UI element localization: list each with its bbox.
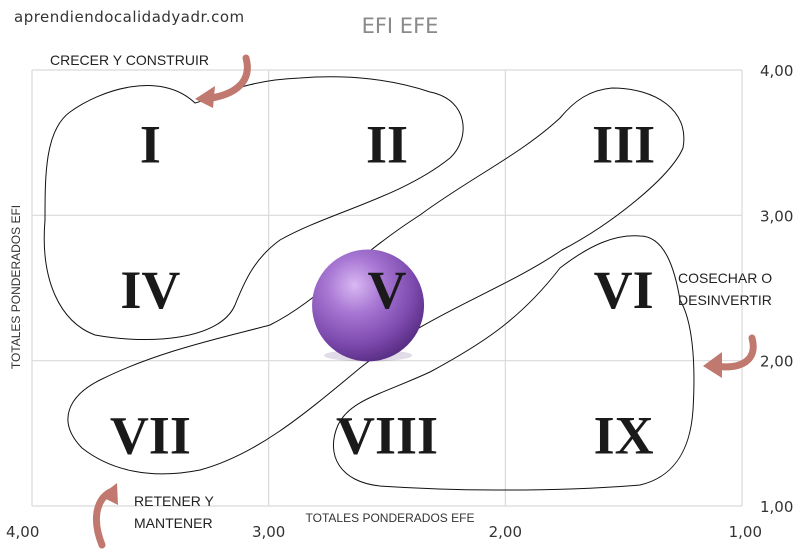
data-points (312, 249, 425, 362)
x-tick-label: 2,00 (489, 523, 522, 541)
strategy-curves (43, 76, 695, 491)
hold-label-line2: MANTENER (134, 515, 213, 531)
x-tick-label: 3,00 (252, 523, 285, 541)
x-tick-label: 4,00 (6, 523, 39, 541)
grow-arrow-head-icon (195, 86, 215, 108)
grid (31, 69, 743, 507)
cell-label-i: I (140, 115, 161, 175)
harvest-arrow-head-icon (703, 352, 722, 378)
hold-arrow-head-icon (100, 483, 118, 505)
data-point-bubble (312, 249, 425, 362)
y-tick-label: 2,00 (760, 353, 793, 371)
hold-maintain-outline (67, 87, 685, 475)
y-tick-label: 4,00 (760, 62, 793, 80)
cell-label-v: V (368, 260, 407, 320)
y-tick-label: 3,00 (760, 207, 793, 225)
x-tick-label: 1,00 (729, 523, 762, 541)
y-axis-label: TOTALES PONDERADOS EFI (9, 204, 23, 370)
hold-label-line1: RETENER Y (134, 493, 214, 509)
harvest-label-line2: DESINVERTIR (678, 292, 772, 308)
y-tick-label: 1,00 (760, 498, 793, 516)
x-axis-label: TOTALES PONDERADOS EFE (305, 511, 475, 525)
chart-title: EFI EFE (361, 14, 439, 38)
harvest-divest-outline (333, 235, 695, 491)
cell-label-ix: IX (594, 405, 654, 465)
grow-build-label: CRECER Y CONSTRUIR (50, 52, 209, 68)
watermark-text: aprendiendocalidadyadr.com (14, 8, 245, 26)
cell-label-iv: IV (120, 260, 180, 320)
cell-label-vii: VII (110, 405, 191, 465)
cell-label-viii: VIII (336, 405, 438, 465)
harvest-label-line1: COSECHAR O (678, 270, 773, 286)
cell-label-iii: III (592, 115, 655, 175)
cell-label-ii: II (366, 115, 408, 175)
cell-label-vi: VI (594, 260, 654, 320)
tick-labels: 4,00 3,00 2,00 1,00 1,00 2,00 3,00 4,00 (6, 62, 793, 541)
grow-build-outline (43, 76, 464, 341)
arrows (92, 54, 757, 549)
